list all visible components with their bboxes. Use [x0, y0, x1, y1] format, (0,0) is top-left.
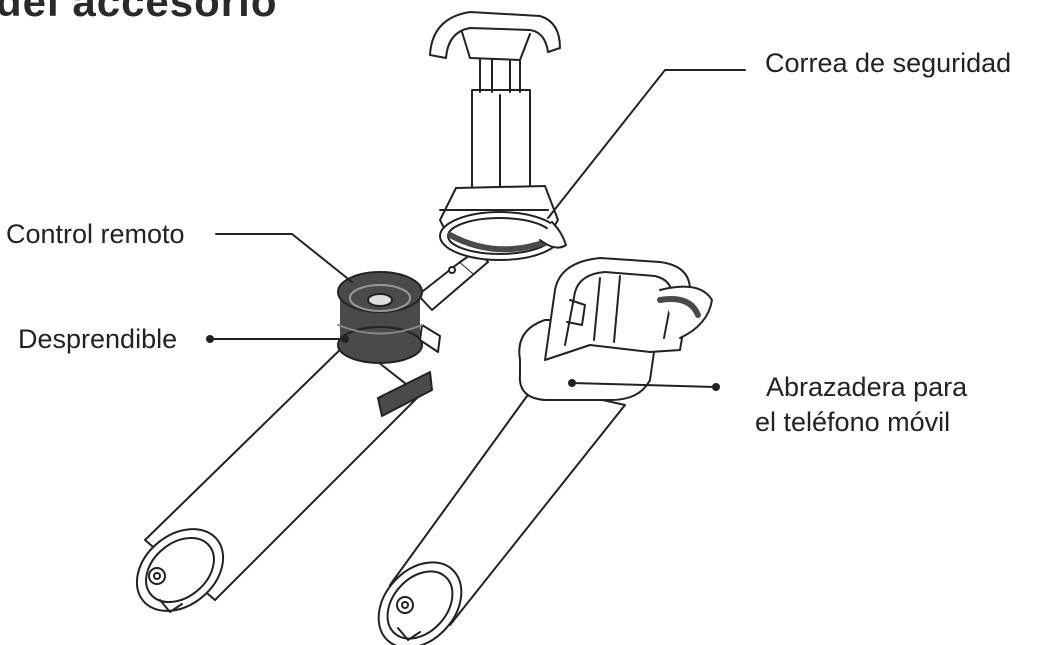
detachable-dot: [206, 335, 214, 343]
detachable-end-dot: [341, 335, 349, 343]
phone-holder: [429, 11, 567, 261]
safety-strap-leader-line: [547, 69, 746, 219]
leader-lines: [209, 69, 746, 388]
remote-control-label: Control remoto: [6, 219, 185, 249]
phone-clamp-end-dot: [568, 379, 576, 387]
diagram-title: del accesorio: [0, 0, 278, 25]
remote-control: [337, 271, 433, 417]
phone-clamp-label-line1: Abrazadera para: [766, 372, 968, 402]
remote-control-leader-line: [215, 233, 353, 283]
detachable-label: Desprendible: [18, 324, 178, 354]
phone-clamp-label-line2: el teléfono móvil: [755, 407, 951, 437]
phone-clamp: [518, 257, 713, 401]
safety-strap-label: Correa de seguridad: [765, 48, 1012, 78]
phone-clamp-dot: [712, 383, 720, 391]
left-stick: [135, 249, 489, 613]
right-stick: [377, 384, 626, 645]
phone-clamp-leader-line: [571, 382, 716, 388]
